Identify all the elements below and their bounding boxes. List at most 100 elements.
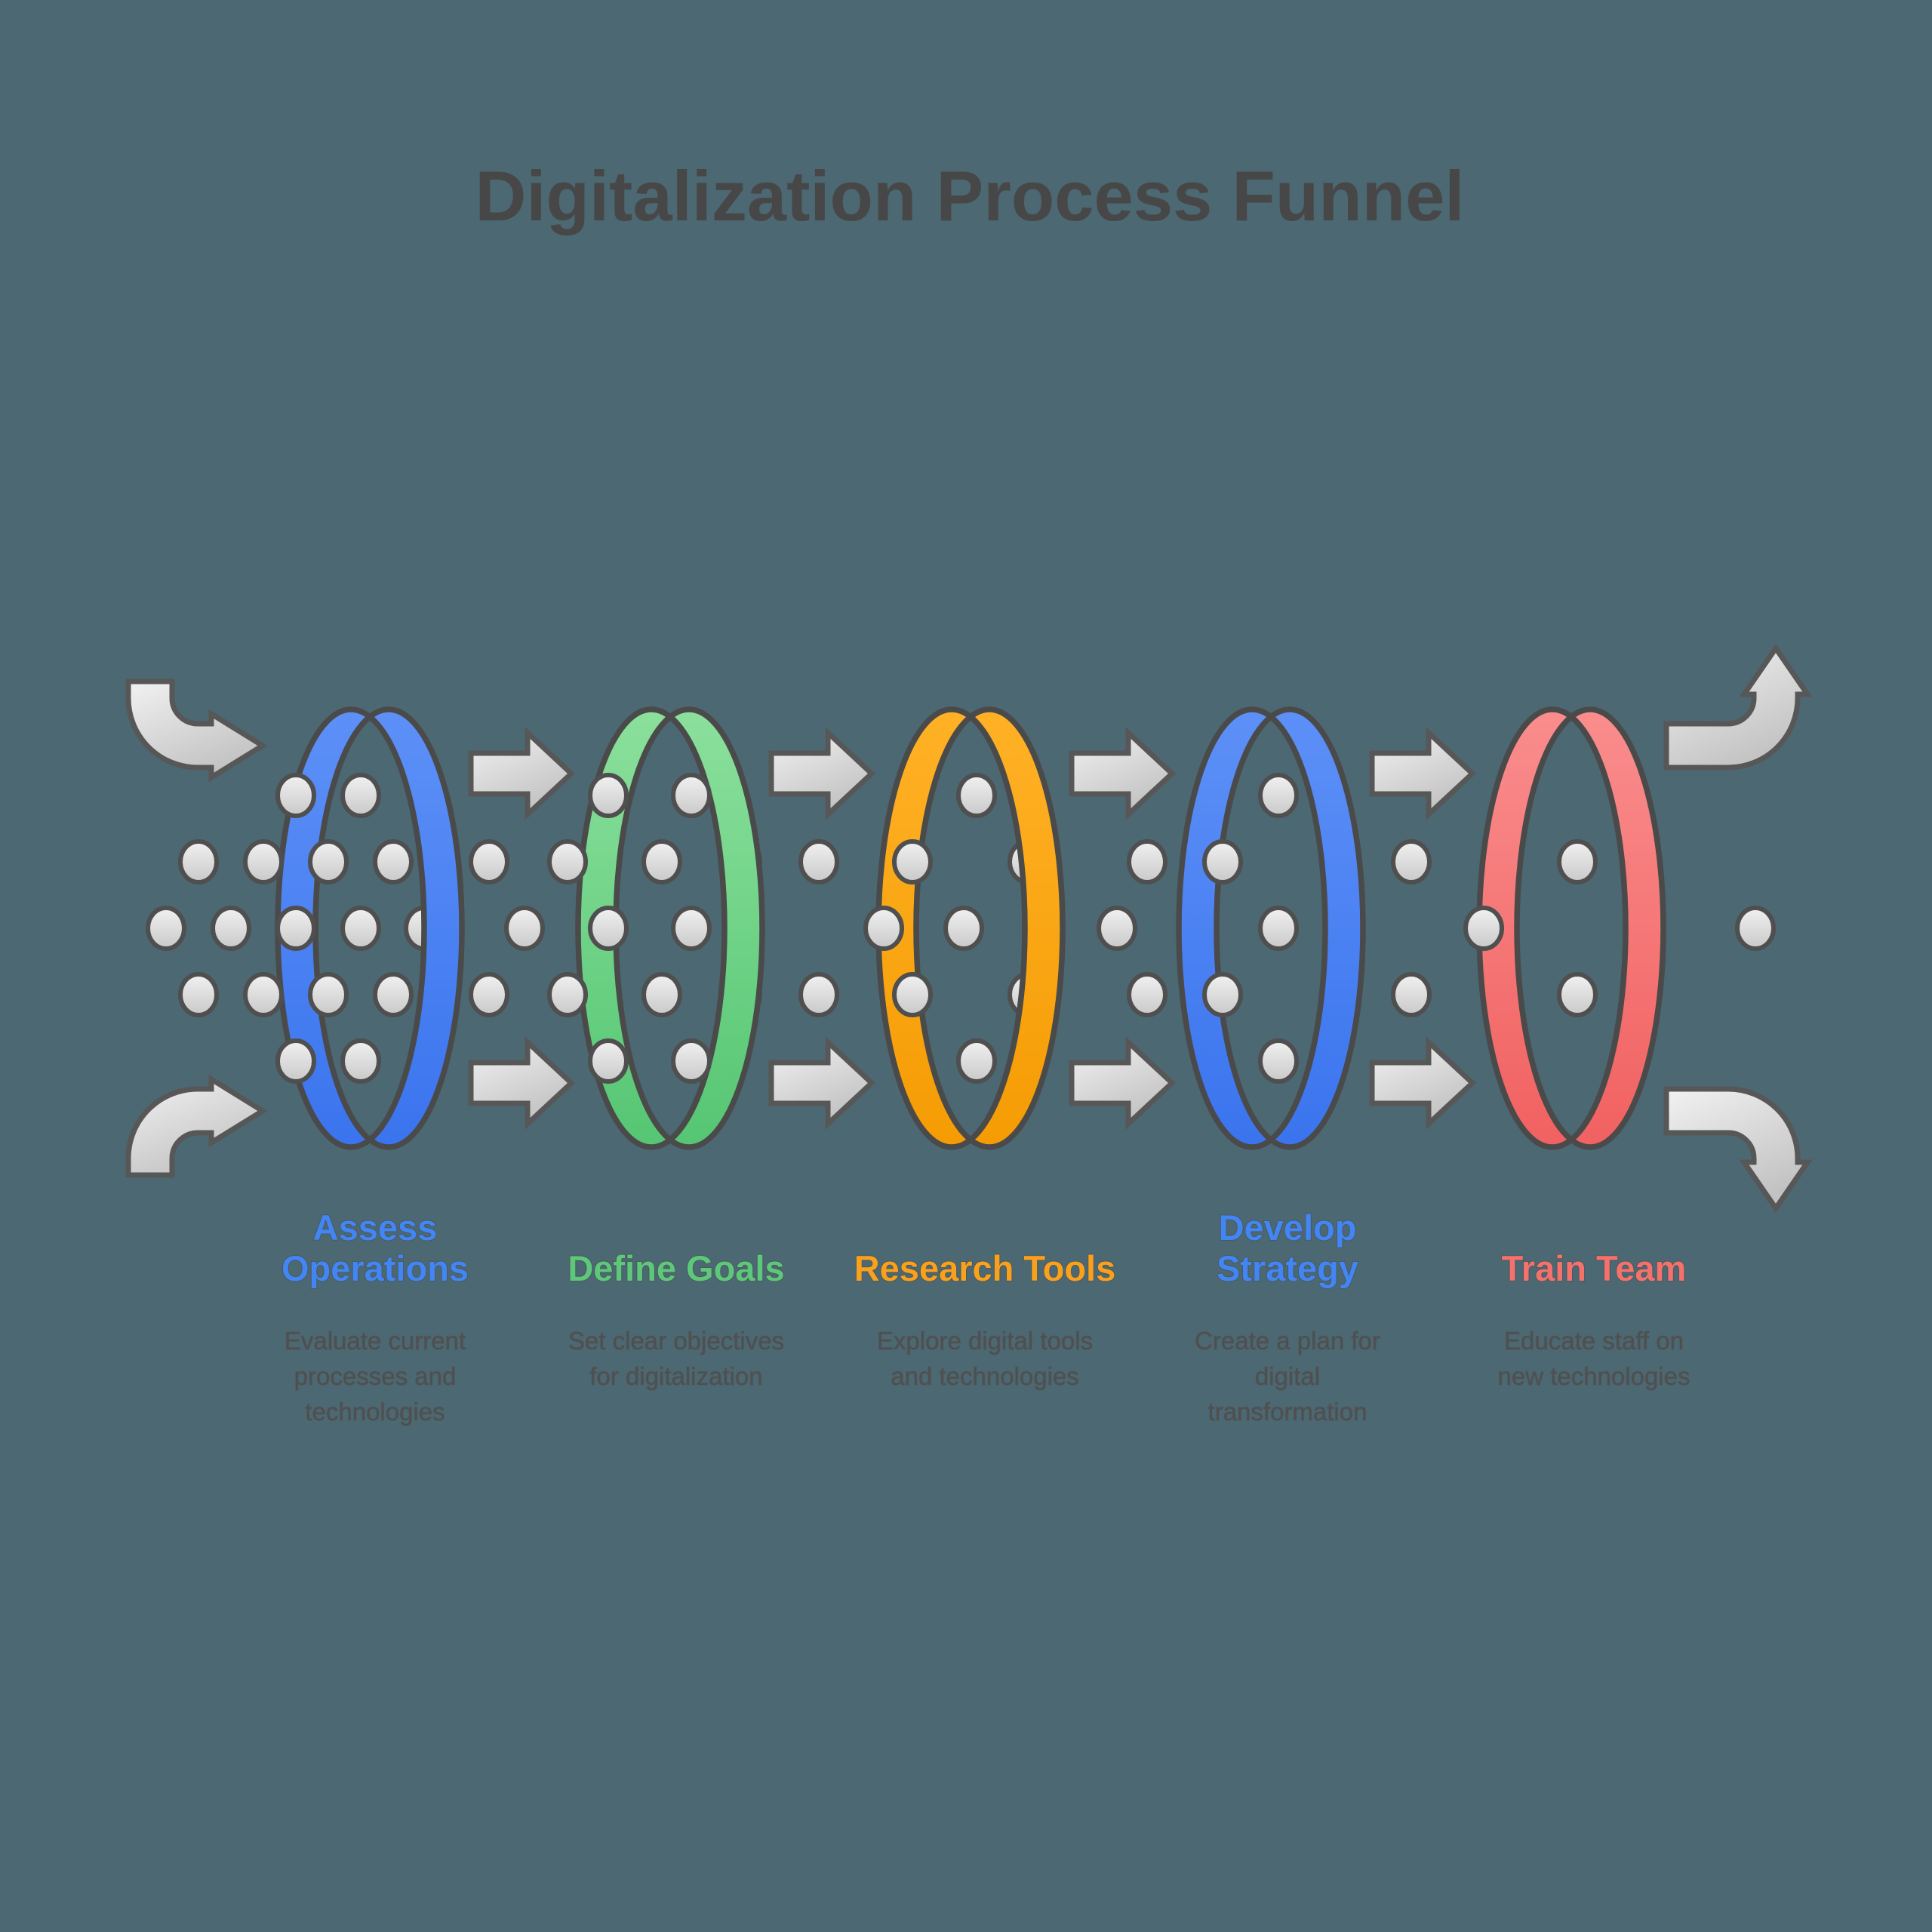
flow-dot-front-7 <box>211 906 251 951</box>
flow-dot-front-50 <box>1735 906 1776 951</box>
stage-description: new technologies <box>1497 1362 1690 1390</box>
flow-dot-front-39 <box>1127 972 1168 1017</box>
stage-ring-define-goals <box>575 706 765 1150</box>
flow-dot-front-29 <box>798 839 839 884</box>
flow-dot-front-1 <box>340 773 381 818</box>
flow-dot-front-18 <box>504 906 545 951</box>
flow-arrow-right-icon-3-bottom <box>1369 1035 1477 1131</box>
flow-out-arrow-up-icon <box>1663 643 1813 771</box>
stage-label: Operations <box>281 1248 469 1288</box>
stage-label: Define Goals <box>568 1248 784 1288</box>
flow-dot-front-17 <box>547 839 588 884</box>
page-title: Digitalization Process Funnel <box>475 156 1465 235</box>
stage-description: Educate staff on <box>1504 1327 1684 1355</box>
flow-in-arrow-top-icon <box>125 678 268 783</box>
flow-arrows-layer <box>125 643 1813 1214</box>
flow-dot-front-15 <box>340 1038 381 1084</box>
stage-label: Train Team <box>1502 1248 1687 1288</box>
flow-arrow-right-icon-0-top <box>468 726 576 821</box>
stage-label: Develop <box>1219 1208 1357 1247</box>
stage-description: technologies <box>305 1398 445 1426</box>
stage-ring-develop-strategy <box>1176 706 1366 1150</box>
stage-label: Assess <box>313 1208 438 1247</box>
flow-dot-front-35 <box>892 972 933 1017</box>
flow-dot-front-46 <box>1391 972 1432 1017</box>
flow-dot-front-3 <box>243 839 284 884</box>
flow-dot-front-16 <box>469 839 509 884</box>
stage-description: processes and <box>294 1362 457 1390</box>
flow-dot-front-23 <box>641 839 682 884</box>
stage-description: transformation <box>1208 1398 1367 1426</box>
stage-label: Research Tools <box>854 1248 1116 1288</box>
flow-dot-front-32 <box>892 839 933 884</box>
flow-dot-front-25 <box>671 906 712 951</box>
flow-out-arrow-down-icon <box>1663 1086 1813 1214</box>
flow-dot-front-40 <box>1258 773 1299 818</box>
flow-dot-front-45 <box>1391 839 1432 884</box>
stage-ring-outline <box>913 706 1066 1150</box>
flow-dot-front-43 <box>1202 972 1243 1017</box>
flow-dot-front-10 <box>178 972 219 1017</box>
flow-arrow-right-icon-2-bottom <box>1069 1035 1177 1131</box>
stage-description: for digitalization <box>589 1362 762 1390</box>
flow-dot-front-28 <box>671 1038 712 1084</box>
stage-ring-outline <box>575 706 728 1150</box>
stage-ring-outline <box>1214 706 1366 1150</box>
flow-dot-front-9 <box>340 906 381 951</box>
flow-dot-front-24 <box>588 906 629 951</box>
flow-dot-front-44 <box>1258 1038 1299 1084</box>
flow-arrow-right-icon-0-bottom <box>468 1035 576 1131</box>
flow-dot-front-21 <box>588 773 629 818</box>
stage-description: Evaluate current <box>285 1327 466 1355</box>
flow-dot-front-4 <box>308 839 349 884</box>
stage-description: Explore digital tools <box>877 1327 1093 1355</box>
flow-arrow-right-icon-2-top <box>1069 726 1177 821</box>
flow-dot-front-37 <box>1127 839 1168 884</box>
flow-dot-front-5 <box>373 839 414 884</box>
stage-rings-layer <box>275 706 1666 1150</box>
flow-dot-front-12 <box>308 972 349 1017</box>
stage-description: digital <box>1255 1362 1320 1390</box>
flow-dot-front-48 <box>1463 906 1504 951</box>
stage-description: Create a plan for <box>1195 1327 1380 1355</box>
flow-arrow-right-icon-1-top <box>768 726 876 821</box>
stage-label: Strategy <box>1217 1248 1358 1288</box>
flow-dot-front-49 <box>1557 972 1598 1017</box>
flow-dot-front-47 <box>1557 839 1598 884</box>
flow-dot-front-36 <box>956 1038 997 1084</box>
flow-dot-front-14 <box>275 1038 316 1084</box>
flow-dot-front-41 <box>1202 839 1243 884</box>
flow-dot-front-19 <box>469 972 509 1017</box>
flow-dot-front-2 <box>178 839 219 884</box>
flow-dot-front-26 <box>641 972 682 1017</box>
flow-dot-front-6 <box>146 906 186 951</box>
flow-dot-front-30 <box>798 972 839 1017</box>
flow-arrow-right-icon-3-top <box>1369 726 1477 821</box>
flow-dots-front-layer <box>146 773 1776 1084</box>
flow-dot-front-42 <box>1258 906 1299 951</box>
stage-ring-outline <box>1176 706 1328 1150</box>
flow-dot-front-33 <box>863 906 904 951</box>
flow-dot-front-11 <box>243 972 284 1017</box>
flow-dot-front-27 <box>588 1038 629 1084</box>
stage-description: Set clear objectives <box>568 1327 784 1355</box>
flow-dot-front-31 <box>956 773 997 818</box>
flow-arrow-right-icon-1-bottom <box>768 1035 876 1131</box>
flow-in-arrow-bottom-icon <box>125 1074 268 1178</box>
flow-dot-front-38 <box>1097 906 1137 951</box>
flow-dot-front-0 <box>275 773 316 818</box>
flow-dot-front-22 <box>671 773 712 818</box>
flow-dot-front-34 <box>943 906 984 951</box>
stage-ring-outline <box>1514 706 1666 1150</box>
stage-description: and technologies <box>891 1362 1079 1390</box>
flow-dot-front-13 <box>373 972 414 1017</box>
